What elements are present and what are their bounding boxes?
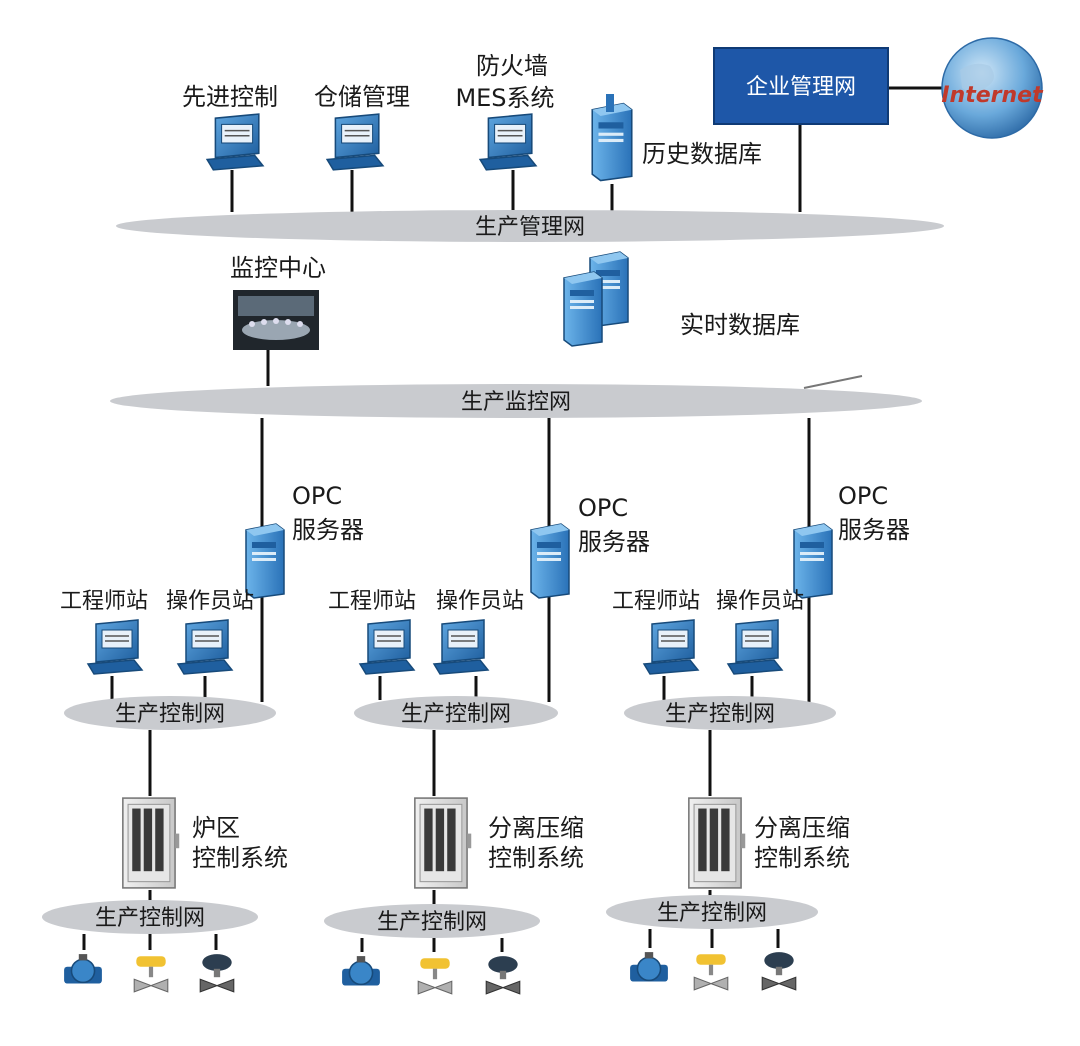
opc-server-label-1: 服务器: [292, 516, 364, 544]
control-cell-3: OPC 服务器 工程师站 操作员站 生产控制网 分离压缩 控制系统 生产控制网: [606, 418, 910, 991]
warehouse-label: 仓储管理: [314, 83, 410, 111]
workstation-icon: [206, 113, 264, 171]
history-db-label: 历史数据库: [642, 140, 762, 168]
realtime-db-label: 实时数据库: [680, 311, 800, 339]
control-bus-label-3: 生产控制网: [665, 702, 775, 727]
system-label-1b: 控制系统: [192, 844, 288, 872]
field-bus-3: [606, 895, 818, 929]
engineer-station-label-3: 工程师站: [612, 589, 700, 614]
workstation-icon: [359, 619, 415, 675]
video-wall-icon: [233, 290, 319, 350]
engineer-station-label-1: 工程师站: [60, 589, 148, 614]
control-bus-label-2: 生产控制网: [401, 702, 511, 727]
operator-station-label-1: 操作员站: [166, 589, 254, 614]
engineer-station-label-2: 工程师站: [328, 589, 416, 614]
actuator-valve-icon: [761, 951, 797, 991]
field-bus-label-3: 生产控制网: [657, 901, 767, 926]
control-valve-icon: [417, 957, 453, 995]
system-label-1a: 炉区: [192, 814, 240, 842]
control-bus-1: [64, 696, 276, 730]
opc-label-1: OPC: [292, 482, 342, 510]
production-management-bus-label: 生产管理网: [475, 215, 585, 240]
system-label-3b: 控制系统: [754, 844, 850, 872]
server-tower-icon: [591, 102, 633, 182]
server-tower-icon: [563, 271, 603, 347]
control-valve-icon: [693, 953, 729, 991]
opc-server-label-3: 服务器: [838, 516, 910, 544]
production-monitoring-bus-label: 生产监控网: [461, 390, 571, 415]
workstation-icon: [177, 619, 233, 675]
system-label-3a: 分离压缩: [754, 814, 850, 842]
control-cell-1: OPC 服务器 工程师站 操作员站 生产控制网 炉区 控制系统 生产控制网: [42, 418, 364, 993]
field-bus-1: [42, 900, 258, 934]
actuator-valve-icon: [485, 955, 521, 995]
workstation-icon: [727, 619, 783, 675]
antenna-icon: [606, 94, 614, 112]
advanced-control-label: 先进控制: [182, 83, 278, 111]
production-monitoring-bus: [110, 384, 922, 418]
globe-land-shape: [960, 63, 994, 92]
flowmeter-icon: [63, 953, 103, 985]
control-valve-icon: [133, 955, 169, 993]
production-management-bus: [116, 210, 944, 242]
controller-cabinet-icon: [688, 797, 747, 889]
control-bus-2: [354, 696, 558, 730]
flowmeter-icon: [629, 951, 669, 983]
field-bus-label-1: 生产控制网: [95, 906, 205, 931]
controller-cabinet-icon: [122, 797, 181, 889]
enterprise-net-label: 企业管理网: [746, 75, 856, 100]
enterprise-net-box: [713, 47, 889, 125]
control-bus-label-1: 生产控制网: [115, 702, 225, 727]
operator-station-label-2: 操作员站: [436, 589, 524, 614]
control-bus-3: [624, 696, 836, 730]
flowmeter-icon: [341, 955, 381, 987]
controller-cabinet-icon: [414, 797, 473, 889]
server-tower-icon: [793, 523, 833, 599]
bus-stub-line: [803, 375, 863, 389]
globe-icon: [941, 37, 1043, 139]
workstation-icon: [87, 619, 143, 675]
workstation-icon: [479, 113, 537, 171]
system-label-2a: 分离压缩: [488, 814, 584, 842]
field-bus-label-2: 生产控制网: [377, 910, 487, 935]
workstation-icon: [643, 619, 699, 675]
mes-label: MES系统: [455, 84, 554, 112]
field-bus-2: [324, 904, 540, 938]
internet-label: Internet: [941, 83, 1044, 108]
server-tower-icon: [245, 523, 285, 599]
workstation-icon: [433, 619, 489, 675]
monitoring-center-label: 监控中心: [230, 254, 326, 282]
opc-label-2: OPC: [578, 494, 628, 522]
opc-label-3: OPC: [838, 482, 888, 510]
firewall-label: 防火墙: [476, 52, 548, 80]
system-label-2b: 控制系统: [488, 844, 584, 872]
operator-station-label-3: 操作员站: [716, 589, 804, 614]
control-cell-2: OPC 服务器 工程师站 操作员站 生产控制网 分离压缩 控制系统 生产控制网: [324, 418, 650, 995]
opc-server-label-2: 服务器: [578, 528, 650, 556]
actuator-valve-icon: [199, 953, 235, 993]
workstation-icon: [326, 113, 384, 171]
server-tower-icon: [530, 523, 570, 599]
